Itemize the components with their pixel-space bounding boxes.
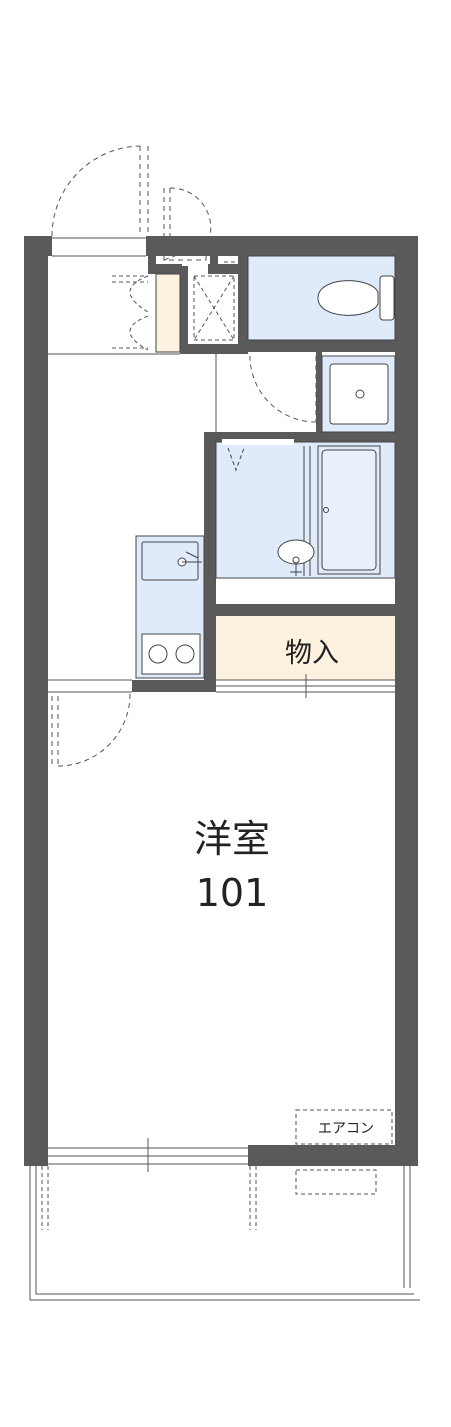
thin-lines	[48, 353, 395, 1172]
laundry-space	[193, 261, 236, 341]
entry-closet-floor	[155, 273, 181, 353]
toilet-door	[249, 355, 317, 423]
room-door	[51, 693, 131, 767]
room-number-label: 101	[196, 871, 269, 915]
western-room-label: 洋室	[194, 817, 270, 861]
storage-label: 物入	[285, 638, 339, 669]
interior-walls	[132, 236, 398, 692]
aircon-outline	[295, 1109, 393, 1145]
aircon-label: エアコン	[318, 1121, 374, 1137]
balcony	[29, 1166, 420, 1301]
closet-doors	[112, 275, 149, 351]
bathroom-fixtures	[222, 439, 381, 576]
entrance-door	[51, 145, 212, 261]
kitchen-fixtures	[141, 541, 202, 675]
toilet	[317, 275, 395, 321]
storage-floor	[216, 616, 395, 680]
washbasin	[329, 363, 389, 425]
